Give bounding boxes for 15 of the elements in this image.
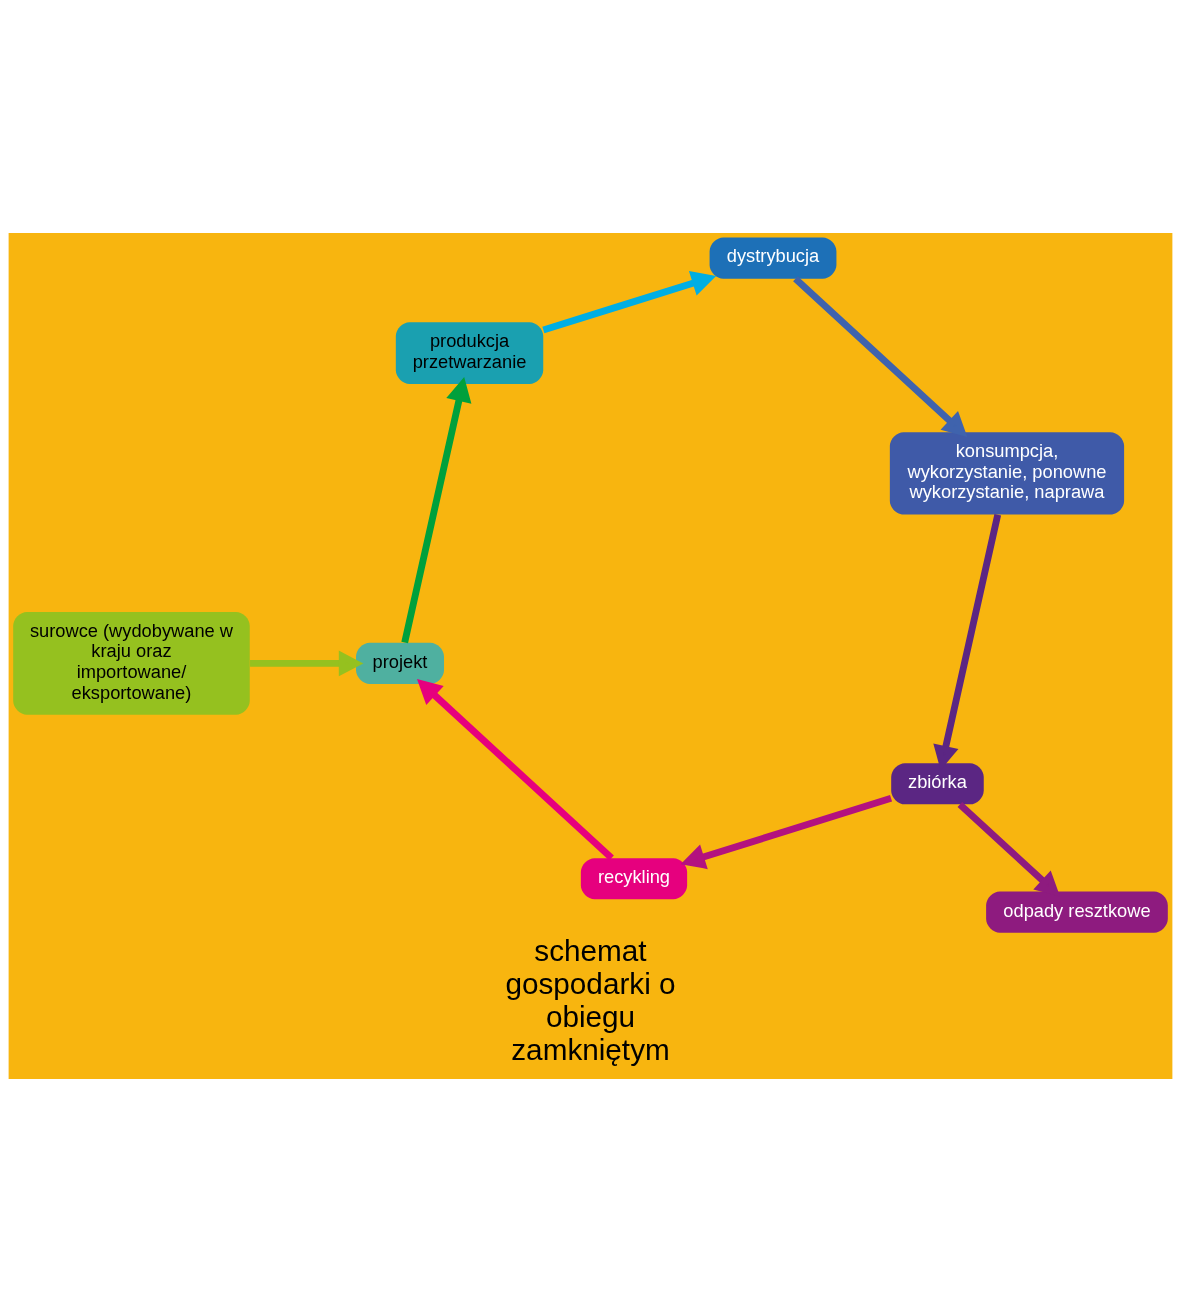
node-box: produkcja przetwarzanie — [395, 321, 544, 384]
arrow — [401, 376, 472, 643]
node-box: zbiórka — [891, 762, 984, 804]
node-box: dystrybucja — [709, 237, 837, 279]
node-box: surowce (wydobywane w kraju oraz importowane/ eksportowane) — [13, 611, 250, 715]
node-box: recykling — [580, 857, 688, 899]
arrow — [250, 650, 364, 676]
arrow — [542, 270, 717, 333]
node-box: odpady resztkowe — [986, 891, 1168, 933]
arrow — [793, 275, 968, 437]
node-box: projekt — [356, 642, 444, 684]
node-box: konsumpcja, wykorzystanie, ponowne wykorzystanie, naprawa — [889, 431, 1125, 515]
arrow — [416, 678, 614, 861]
arrow — [680, 794, 893, 869]
diagram-title: schemat gospodarki o obiegu zamkniętym — [505, 933, 676, 1066]
